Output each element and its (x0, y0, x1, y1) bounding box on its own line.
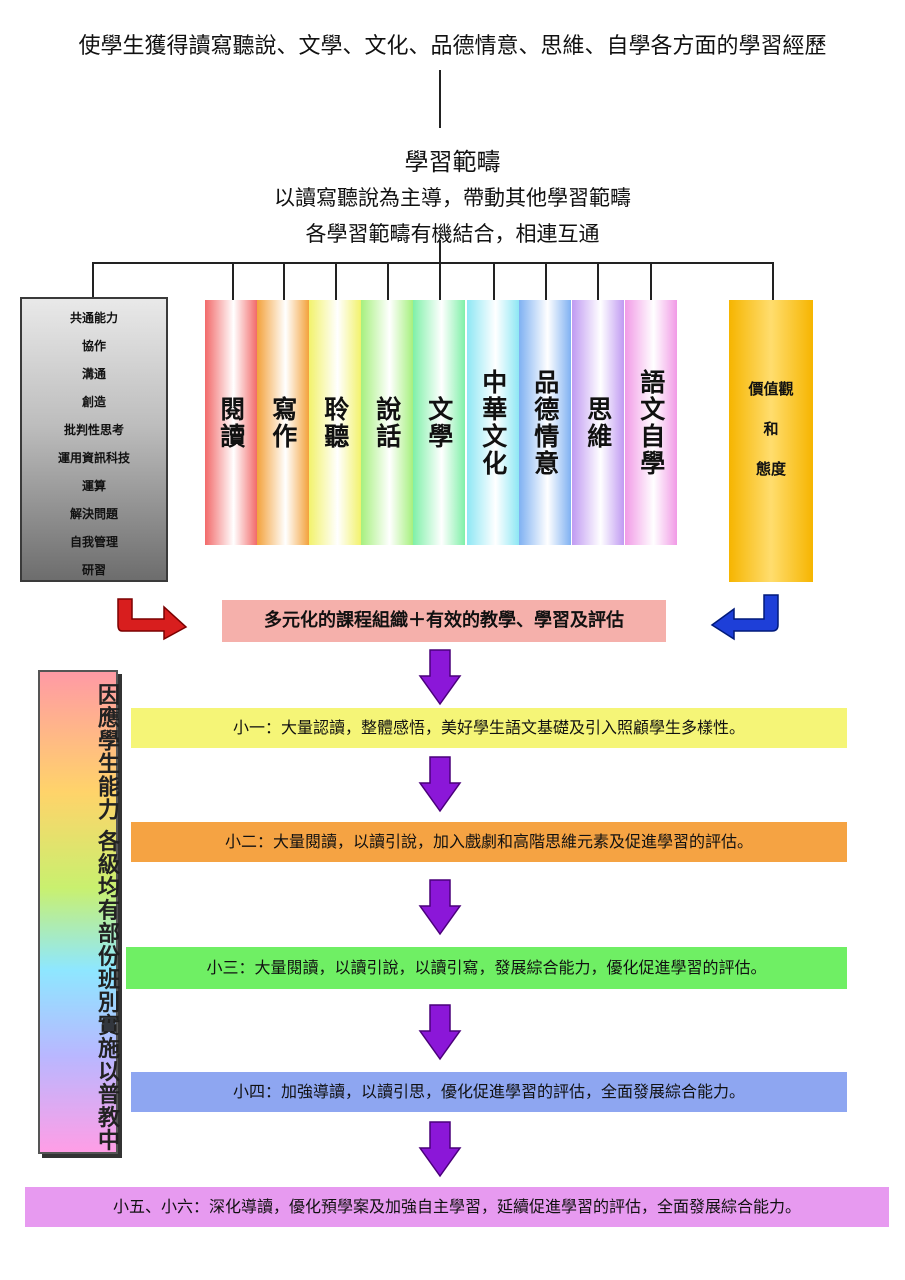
tree-drop-line (597, 262, 599, 300)
tree-drop-line (772, 262, 774, 300)
values-attitudes-box: 價值觀 和 態度 (729, 300, 813, 582)
down-arrow-icon (418, 1121, 462, 1178)
grade-box-p5-p6: 小五、小六：深化導讀，優化預學案及加強自主學習，延續促進學習的評估，全面發展綜合… (25, 1187, 889, 1227)
side-note-bar (38, 670, 118, 1154)
learning-areas-subtitle-2: 各學習範疇有機結合，相連互通 (305, 222, 600, 246)
tree-drop-line (232, 262, 234, 300)
grade-box-p2: 小二：大量閱讀，以讀引說，加入戲劇和高階思維元素及促進學習的評估。 (131, 822, 847, 862)
strand-label: 說話 (372, 395, 402, 450)
strand-label: 中華文化 (478, 368, 508, 477)
strand-bar: 思維 (572, 300, 624, 545)
grade-box-p1: 小一：大量認讀，整體感悟，美好學生語文基礎及引入照顧學生多樣性。 (131, 708, 847, 748)
strand-bar: 寫作 (257, 300, 309, 545)
grade-box-p4: 小四：加強導讀，以讀引思，優化促進學習的評估，全面發展綜合能力。 (131, 1072, 847, 1112)
down-arrow-icon (418, 756, 462, 813)
down-arrow-icon (418, 649, 462, 706)
tree-drop-line (283, 262, 285, 300)
learning-areas-subtitle-1: 以讀寫聽說為主導，帶動其他學習範疇 (274, 186, 631, 210)
generic-skill: 共通能力 (69, 311, 118, 325)
strand-label: 閱讀 (216, 395, 246, 450)
strand-label: 寫作 (268, 395, 298, 450)
top-goal-text: 使學生獲得讀寫聽說、文學、文化、品德情意、思維、自學各方面的學習經歷 (78, 34, 827, 59)
generic-skill: 批判性思考 (63, 423, 124, 437)
tree-drop-line (545, 262, 547, 300)
curved-right-arrow-icon (117, 598, 188, 641)
tree-drop-line (92, 262, 94, 298)
strand-bar: 品德情意 (519, 300, 571, 545)
generic-skill: 創造 (81, 395, 106, 409)
generic-skill: 溝通 (81, 367, 106, 381)
grade-box-p3: 小三：大量閱讀，以讀引說，以讀引寫，發展綜合能力，優化促進學習的評估。 (126, 947, 847, 989)
curved-left-arrow-icon (710, 594, 779, 641)
strand-bar: 文學 (413, 300, 465, 545)
strand-bar: 聆聽 (309, 300, 361, 545)
learning-areas-title: 學習範疇 (404, 148, 501, 176)
tree-drop-line (650, 262, 652, 300)
tree-horizontal-line (92, 262, 772, 264)
down-arrow-icon (418, 879, 462, 936)
strand-bar: 說話 (361, 300, 413, 545)
generic-skill: 研習 (81, 563, 106, 577)
strand-label: 文學 (424, 395, 454, 450)
values-label: 和 (763, 420, 779, 438)
values-label: 價值觀 (748, 380, 794, 398)
values-label: 態度 (755, 460, 786, 478)
tree-drop-line (387, 262, 389, 300)
tree-drop-line (493, 262, 495, 300)
strand-bar: 閱讀 (205, 300, 257, 545)
strand-label: 品德情意 (530, 368, 560, 477)
strand-label: 思維 (583, 395, 613, 450)
tree-drop-line (439, 240, 441, 300)
generic-skill: 協作 (81, 339, 106, 353)
generic-skill: 運用資訊科技 (57, 451, 130, 465)
strand-label: 語文自學 (636, 368, 666, 477)
side-note-text: 因應學生能力 各級均有部份班別實施以普教中 (94, 682, 119, 1152)
connector-line (439, 70, 441, 128)
generic-skill: 運算 (81, 479, 106, 493)
strand-label: 聆聽 (320, 395, 350, 450)
strand-bar: 語文自學 (625, 300, 677, 545)
generic-skill: 解決問題 (69, 507, 118, 521)
generic-skill: 自我管理 (69, 535, 118, 549)
generic-skills-box: 共通能力 協作 溝通 創造 批判性思考 運用資訊科技 運算 解決問題 自我管理 … (20, 297, 168, 582)
middle-banner: 多元化的課程組織＋有效的教學、學習及評估 (222, 600, 666, 642)
tree-drop-line (335, 262, 337, 300)
down-arrow-icon (418, 1004, 462, 1061)
strand-bar: 中華文化 (467, 300, 519, 545)
